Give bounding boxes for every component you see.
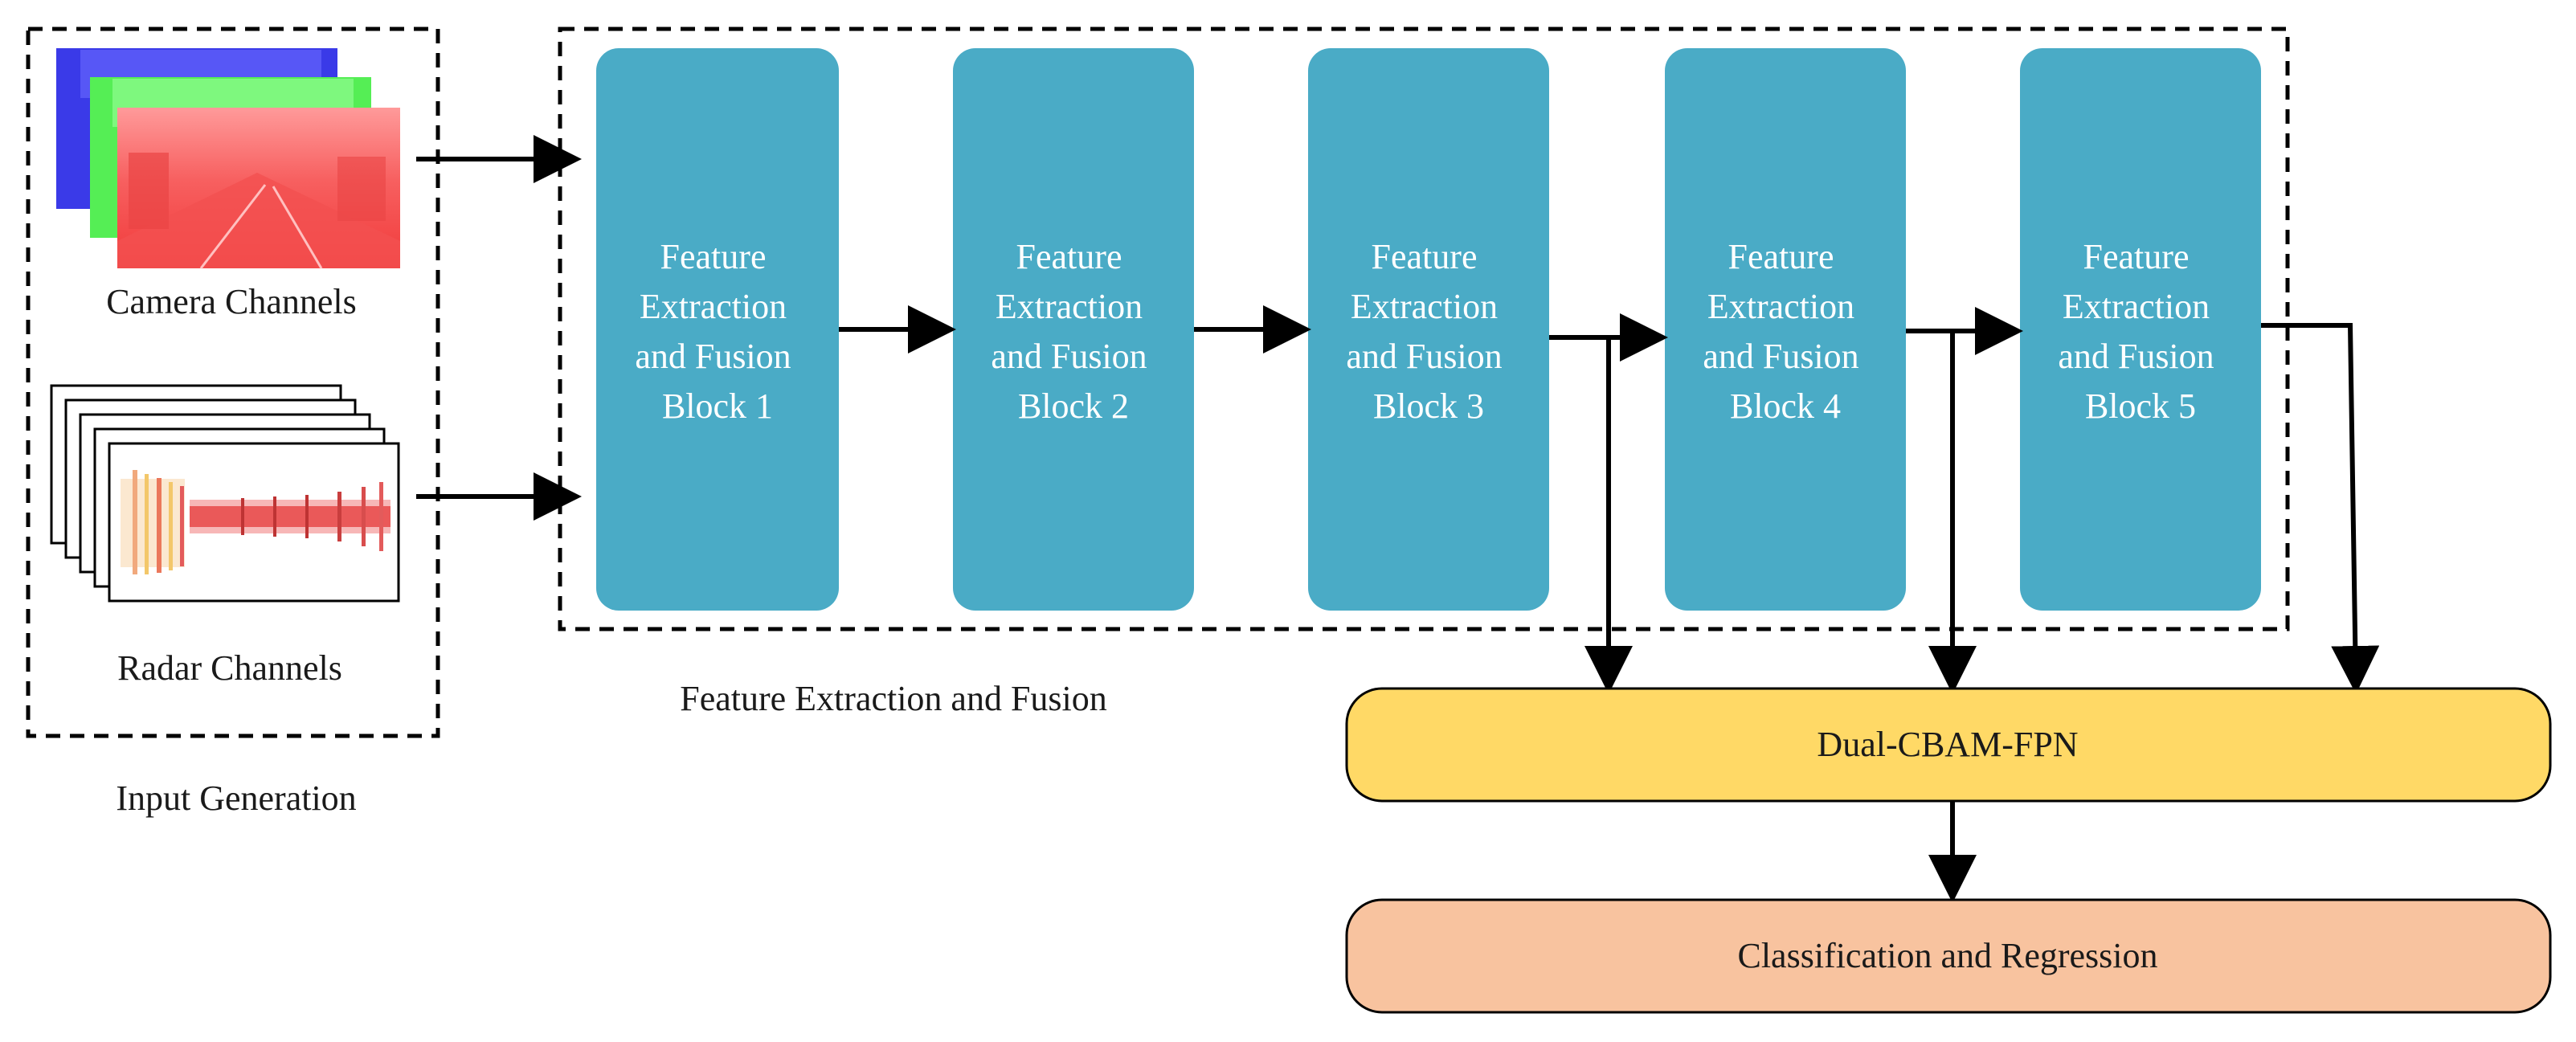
svg-text:Feature Extraction: Feature Extraction and Fusion Block 1 [635,237,799,426]
block-1-line-4: Block 1 [662,386,773,426]
fpn-label: Dual-CBAM-FPN [1817,725,2078,764]
head-label: Classification and Regression [1737,936,2157,975]
block-1-line-2: Extraction [640,287,787,326]
svg-text:Feature Extraction: Feature Extraction and Fusion Block 2 [991,237,1155,426]
block-2-line-2: Extraction [996,287,1143,326]
classification-regression-box: Classification and Regression [1345,898,2552,1014]
block-3-line-4: Block 3 [1373,386,1484,426]
svg-text:Feature Extraction: Feature Extraction and Fusion Block 5 [2058,237,2222,426]
camera-channels-image [56,48,400,269]
feature-extraction-frame [558,27,2290,631]
feature-extraction-title: Feature Extraction and Fusion [680,679,1107,718]
fusion-block-3: Feature Extraction and Fusion Block 3 [1308,48,1549,611]
block-2-line-3: and Fusion [991,337,1147,376]
block-5-line-1: Feature [2083,237,2190,276]
dual-cbam-fpn-box: Dual-CBAM-FPN [1345,687,2552,803]
block3-to-fpn-arrow [1584,335,1633,694]
block-4-line-4: Block 4 [1730,386,1841,426]
fusion-block-5: Feature Extraction and Fusion Block 5 [2020,48,2261,611]
block-3-line-3: and Fusion [1346,337,1502,376]
block-2-line-1: Feature [1016,237,1122,276]
block-1-line-1: Feature [660,237,767,276]
block-5-line-4: Block 5 [2085,386,2196,426]
block5-to-fpn-arrow [2261,323,2380,694]
fusion-block-1: Feature Extraction and Fusion Block 1 [596,48,839,611]
svg-text:Feature Extraction: Feature Extraction and Fusion Block 4 [1703,237,1867,426]
block-4-line-2: Extraction [1707,287,1854,326]
block-1-line-3: and Fusion [635,337,791,376]
block-3-line-2: Extraction [1351,287,1498,326]
fusion-block-2: Feature Extraction and Fusion Block 2 [953,48,1194,611]
camera-channels-label: Camera Channels [106,282,357,321]
block-2-line-4: Block 2 [1018,386,1129,426]
svg-text:Feature Extraction: Feature Extraction and Fusion Block 3 [1346,237,1511,426]
input-generation-title: Input Generation [116,778,356,818]
fusion-block-4: Feature Extraction and Fusion Block 4 [1665,48,1906,611]
block-4-line-3: and Fusion [1703,337,1858,376]
block-3-line-1: Feature [1372,237,1478,276]
block-5-line-2: Extraction [2063,287,2210,326]
block-5-line-3: and Fusion [2058,337,2214,376]
radar-channels-label: Radar Channels [117,648,342,688]
radar-channels-image [50,384,400,603]
block-4-line-1: Feature [1728,237,1834,276]
input-generation-frame [26,27,440,738]
